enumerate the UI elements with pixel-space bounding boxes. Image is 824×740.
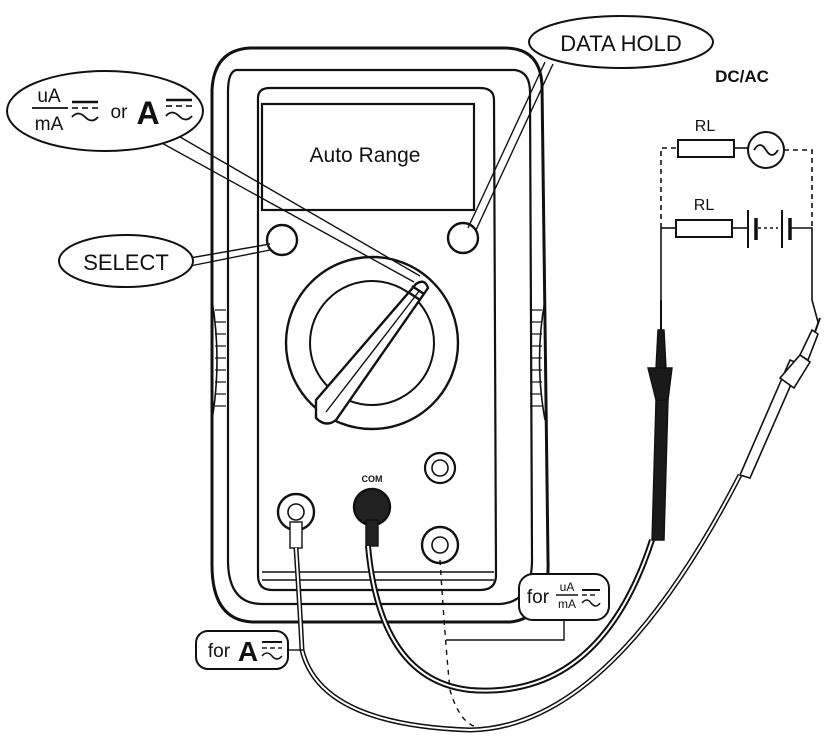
test-circuit: DC/AC RL RL xyxy=(660,67,819,323)
com-label: COM xyxy=(362,474,383,484)
meter-body xyxy=(210,46,550,624)
for-ua-ma-callout: for uA mA xyxy=(446,573,610,641)
amp-label: A xyxy=(136,95,159,131)
ac-dc-symbol-icon xyxy=(581,589,601,607)
current-select-callout: uA mA or A xyxy=(6,70,421,283)
rl-lower-label: RL xyxy=(694,197,715,214)
ac-dc-symbol-icon xyxy=(71,100,99,122)
data-hold-label: DATA HOLD xyxy=(560,31,681,56)
display-text: Auto Range xyxy=(310,144,421,167)
battery-icon xyxy=(747,210,792,248)
for-ua-ma-den: mA xyxy=(558,597,576,611)
for-a-prefix: for xyxy=(208,641,231,662)
circuit-title: DC/AC xyxy=(715,67,769,86)
jack-com[interactable]: COM xyxy=(352,474,392,527)
select-button[interactable] xyxy=(265,223,299,257)
current-den: mA xyxy=(35,114,64,135)
for-a-callout: for A xyxy=(195,630,304,670)
resistor-lower-icon xyxy=(675,219,733,238)
select-callout: SELECT xyxy=(58,234,271,288)
test-lead-red xyxy=(289,317,821,733)
side-grip-right xyxy=(530,299,546,421)
for-a-amp: A xyxy=(238,636,258,667)
ac-dc-symbol-icon xyxy=(165,98,193,121)
for-ua-ma-prefix: for xyxy=(527,587,550,608)
for-ua-ma-num: uA xyxy=(560,580,575,594)
current-num: uA xyxy=(37,86,61,107)
black-probe-icon xyxy=(647,228,673,541)
resistor-upper-icon xyxy=(677,139,735,158)
rotary-dial[interactable] xyxy=(284,255,460,431)
jack-v-ohm[interactable] xyxy=(423,451,457,485)
or-label: or xyxy=(111,102,129,123)
select-label: SELECT xyxy=(83,250,169,275)
side-grip-left xyxy=(211,299,226,421)
dial-pointer xyxy=(314,280,430,425)
test-lead-black xyxy=(365,228,673,694)
ac-dc-symbol-icon xyxy=(261,641,283,660)
ac-source-icon xyxy=(747,131,785,169)
jack-10a[interactable] xyxy=(276,492,316,532)
jack-ua-ma[interactable] xyxy=(420,525,460,565)
data-hold-button[interactable] xyxy=(446,221,480,255)
rl-upper-label: RL xyxy=(695,118,716,135)
data-hold-callout: DATA HOLD xyxy=(467,15,714,231)
red-probe-icon xyxy=(738,317,821,479)
lcd-display: Auto Range xyxy=(260,102,476,212)
